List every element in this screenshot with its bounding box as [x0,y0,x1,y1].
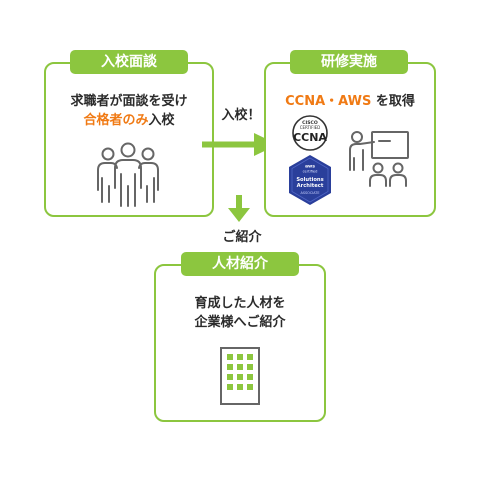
training-text: CCNA・AWS を取得 [264,92,436,111]
interview-highlight: 合格者のみ [83,113,149,128]
interview-tag: 入校面談 [70,50,188,74]
interview-text-rest: 入校 [148,113,175,128]
cisco-badge-line1: CISCO [302,120,318,126]
training-highlight: CCNA・AWS [285,94,372,109]
interview-text-line1: 求職者が面談を受け [70,94,188,109]
placement-box [154,264,326,422]
aws-badge-level: ASSOCIATE [301,191,320,195]
cisco-badge-name: CCNA [293,131,327,144]
placement-text-line2: 企業様へご紹介 [194,315,286,330]
aws-badge-name2: Architect [297,183,324,189]
arrow-down-icon [228,195,250,222]
people-group-icon [97,142,159,207]
aws-solutions-architect-badge-icon: aws certified Solutions Architect ASSOCI… [289,155,331,205]
cisco-ccna-badge-icon: CISCO CERTIFIED CCNA [292,115,328,151]
aws-badge-certified: certified [303,170,318,174]
placement-text-line1: 育成した人材を [194,296,286,311]
office-building-icon [220,347,260,405]
arrow-right-label: 入校！ [221,108,261,123]
aws-badge-top: aws [305,165,315,170]
presentation-instructor-icon [349,131,409,187]
training-text-rest: を取得 [371,94,415,109]
training-tag: 研修実施 [290,50,408,74]
arrow-down-label: ご紹介 [222,230,262,245]
placement-tag: 人材紹介 [181,252,299,276]
cisco-badge-line2: CERTIFIED [300,125,321,130]
interview-text-line2: 合格者のみ入校 [44,111,214,130]
aws-badge-name1: Solutions [296,177,323,183]
